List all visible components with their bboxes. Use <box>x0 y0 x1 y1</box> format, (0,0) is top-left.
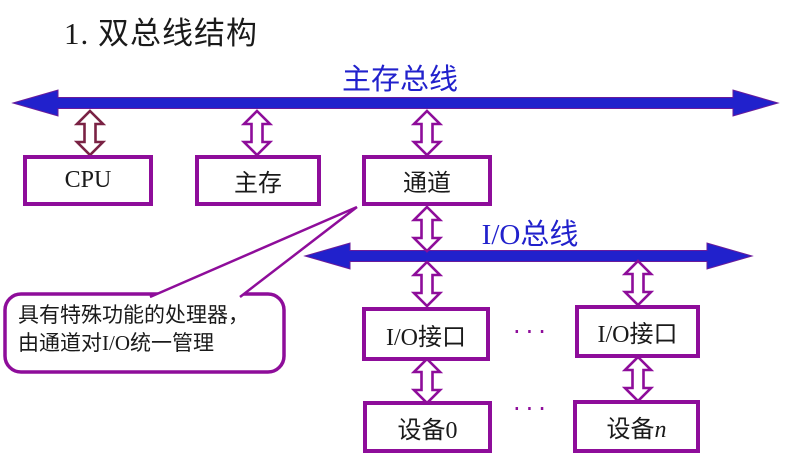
io-interface-right-label: I/O接口 <box>597 322 678 348</box>
channel-box: 通道 <box>362 155 492 206</box>
io-bus-arrow <box>303 242 754 270</box>
callout-line-2: 由通道对I/O统一管理 <box>18 331 214 355</box>
channel-membus-connector-arrow <box>412 109 442 157</box>
main-memory-box-label: 主存 <box>234 171 282 197</box>
iobus-interface-left-connector-arrow <box>412 260 442 308</box>
cpu-box: CPU <box>23 155 153 206</box>
io-bus-label: I/O总线 <box>481 219 579 251</box>
cpu-bus-connector-arrow <box>75 109 105 157</box>
device-n-box: 设备n <box>573 400 700 453</box>
io-interface-left-label: I/O接口 <box>386 324 466 351</box>
callout-text: 具有特殊功能的处理器， 由通道对I/O统一管理 <box>18 301 249 357</box>
iobus-interface-right-connector-arrow <box>623 259 653 307</box>
interface-row-ellipsis: ··· <box>513 318 551 346</box>
channel-box-label: 通道 <box>403 171 451 197</box>
interface-devicen-connector-arrow <box>623 355 653 403</box>
interface-device0-connector-arrow <box>412 357 442 405</box>
device-row-ellipsis: ··· <box>513 395 551 423</box>
callout-line-1: 具有特殊功能的处理器， <box>18 303 249 327</box>
device0-box-label: 设备0 <box>397 417 458 444</box>
memory-bus-arrow <box>11 89 780 117</box>
callout-tail-outline <box>149 205 358 299</box>
callout-bubble <box>3 292 286 374</box>
cpu-box-label: CPU <box>64 167 112 193</box>
memory-bus-label: 主存总线 <box>341 64 458 96</box>
device-n-box-label: 设备n <box>606 417 667 443</box>
memory-bus-connector-arrow <box>242 109 272 157</box>
io-interface-right-box: I/O接口 <box>575 305 700 358</box>
channel-iobus-connector-arrow <box>412 205 442 253</box>
io-interface-left-box: I/O接口 <box>362 307 490 361</box>
page-title: 1. 双总线结构 <box>64 16 258 51</box>
main-memory-box: 主存 <box>195 155 321 206</box>
device0-box: 设备0 <box>363 401 492 453</box>
